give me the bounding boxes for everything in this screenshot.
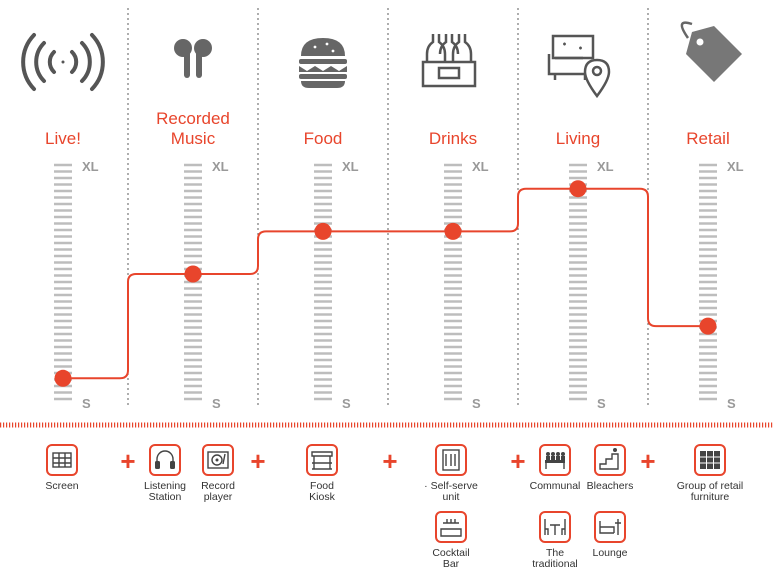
retail-shelves-icon <box>700 451 720 469</box>
lounge-chair-icon <box>599 519 621 535</box>
furniture-label: The <box>546 547 564 559</box>
scale-label-bottom: S <box>342 396 351 411</box>
furniture-label: Lounge <box>592 547 627 559</box>
plus-sign: + <box>250 446 265 476</box>
bottle-crate-icon <box>421 34 477 88</box>
scale-label-top: XL <box>342 159 359 174</box>
furniture-item: Communal <box>530 444 581 492</box>
column-label-live: Live! <box>45 129 81 148</box>
column-label-living: Living <box>556 129 600 148</box>
table-chairs-icon <box>544 519 566 535</box>
level-scale: XL S <box>699 159 744 411</box>
furniture-item: Bleachers <box>587 444 634 492</box>
furniture-label: Station <box>149 491 182 503</box>
bleachers-icon <box>599 448 619 470</box>
scale-label-top: XL <box>212 159 229 174</box>
price-tag-icon <box>680 21 742 82</box>
level-dot <box>54 369 72 387</box>
burger-icon <box>299 38 347 88</box>
scale-label-top: XL <box>727 159 744 174</box>
headphones-icon <box>155 450 175 469</box>
furniture-label: traditional <box>532 558 578 570</box>
cocktail-bar-icon <box>440 519 462 537</box>
level-scale: XL S <box>184 159 229 411</box>
furniture-item: Screen <box>45 444 79 492</box>
live-signal-icon <box>21 33 105 91</box>
scale-label-bottom: S <box>82 396 91 411</box>
column-label-retail: Retail <box>686 129 729 148</box>
level-scale: XL S <box>444 159 489 411</box>
scale-label-bottom: S <box>727 396 736 411</box>
furniture-label: Food <box>310 480 334 492</box>
scales: XL S XL S XL S XL S XL S XL S <box>54 159 744 411</box>
plus-sign: + <box>640 446 655 476</box>
furniture-label: player <box>204 491 233 503</box>
furniture-icon-frame <box>306 444 338 476</box>
scale-label-bottom: S <box>597 396 606 411</box>
furniture-label: Cocktail <box>432 547 469 559</box>
column-label-food: Food <box>304 129 343 148</box>
scale-label-top: XL <box>82 159 99 174</box>
communal-table-icon <box>545 452 565 469</box>
column-label-recorded-line1: Recorded <box>156 109 230 128</box>
furniture-label: · Self-serve <box>424 480 478 492</box>
level-dot <box>444 222 462 240</box>
column-label-recorded-line2: Music <box>171 129 216 148</box>
level-scale: XL S <box>314 159 359 411</box>
plus-sign: + <box>510 446 525 476</box>
earbuds-icon <box>174 39 212 78</box>
self-serve-fridge-icon <box>442 449 460 471</box>
scale-label-top: XL <box>597 159 614 174</box>
sofa-location-icon <box>547 34 611 99</box>
plus-sign: + <box>120 446 135 476</box>
furniture-label: Record <box>201 480 235 492</box>
scale-label-top: XL <box>472 159 489 174</box>
furniture-label: Listening <box>144 480 186 492</box>
column-labels: Live! Recorded Music Food Drinks Living … <box>45 109 730 148</box>
furniture-icon-frame <box>594 444 626 476</box>
level-dot <box>314 222 332 240</box>
furniture-label: unit <box>443 491 460 503</box>
scale-label-bottom: S <box>212 396 221 411</box>
screen-grid-icon <box>52 452 72 468</box>
record-player-icon <box>207 451 229 469</box>
furniture-icon-frame <box>435 511 467 543</box>
furniture-label: Screen <box>45 480 78 492</box>
furniture-label: Group of retail <box>677 480 744 492</box>
level-dots <box>54 180 717 387</box>
level-dot <box>184 265 202 283</box>
food-kiosk-icon <box>311 451 333 470</box>
furniture-label: furniture <box>691 491 730 503</box>
plus-signs: + + + + + <box>120 446 655 476</box>
furniture-label: Communal <box>530 480 581 492</box>
plus-sign: + <box>382 446 397 476</box>
furniture-icon-frame <box>46 444 78 476</box>
level-dot <box>569 180 587 198</box>
furniture-label: Bar <box>443 558 460 570</box>
column-label-drinks: Drinks <box>429 129 477 148</box>
level-scale: XL S <box>54 159 99 411</box>
furniture-label: Bleachers <box>587 480 634 492</box>
level-path <box>63 187 708 380</box>
scale-label-bottom: S <box>472 396 481 411</box>
furniture-label: Kiosk <box>309 491 335 503</box>
furniture-icon-frame <box>149 444 181 476</box>
level-dot <box>699 317 717 335</box>
furniture-item: Lounge <box>592 511 628 559</box>
